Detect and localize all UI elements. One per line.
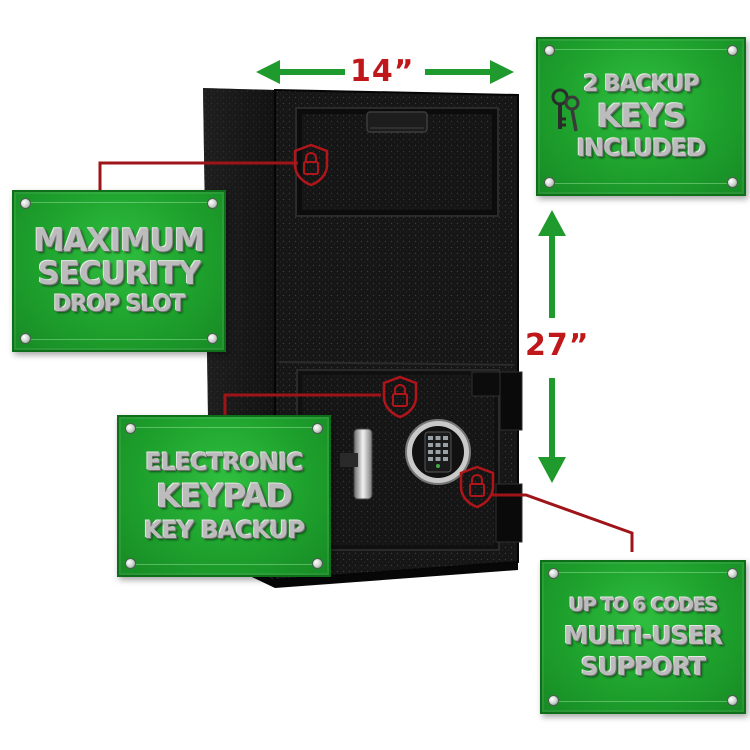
screw-icon [544, 177, 555, 188]
backup-keys-plate: 2 BACKUP KEYS INCLUDED [536, 37, 746, 196]
screw-icon [20, 333, 31, 344]
screw-icon [727, 695, 738, 706]
screw-icon [544, 45, 555, 56]
screw-icon [312, 423, 323, 434]
screw-icon [125, 558, 136, 569]
plate-line: 2 BACKUP [583, 71, 700, 97]
plate-line: INCLUDED [576, 133, 707, 162]
plate-line: MAXIMUM [33, 223, 205, 259]
screw-icon [548, 695, 559, 706]
drop-slot-plate: MAXIMUM SECURITY DROP SLOT [12, 190, 226, 352]
plate-line: SUPPORT [580, 651, 706, 681]
plate-line: ELECTRONIC [145, 448, 304, 476]
plate-line: KEYS [596, 96, 687, 135]
plate-line: DROP SLOT [53, 292, 185, 317]
keypad-plate: ELECTRONIC KEYPAD KEY BACKUP [117, 415, 331, 577]
screw-icon [207, 333, 218, 344]
key-icon [551, 88, 580, 132]
shield-lock-icon [382, 375, 418, 419]
screw-icon [125, 423, 136, 434]
plate-line: SECURITY [37, 256, 201, 292]
screw-icon [548, 568, 559, 579]
shield-lock-icon [293, 143, 329, 187]
plate-line: UP TO 6 CODES [568, 593, 719, 616]
plate-line: MULTI-USER [563, 620, 723, 650]
screw-icon [727, 177, 738, 188]
height-dimension-label: 27” [525, 328, 590, 363]
codes-plate: UP TO 6 CODES MULTI-USER SUPPORT [540, 560, 746, 714]
screw-icon [20, 198, 31, 209]
shield-lock-icon [459, 465, 495, 509]
plate-line: KEYPAD [156, 477, 293, 515]
screw-icon [727, 568, 738, 579]
screw-icon [727, 45, 738, 56]
width-dimension-label: 14” [350, 54, 415, 89]
screw-icon [207, 198, 218, 209]
plate-line: KEY BACKUP [143, 516, 305, 544]
screw-icon [312, 558, 323, 569]
